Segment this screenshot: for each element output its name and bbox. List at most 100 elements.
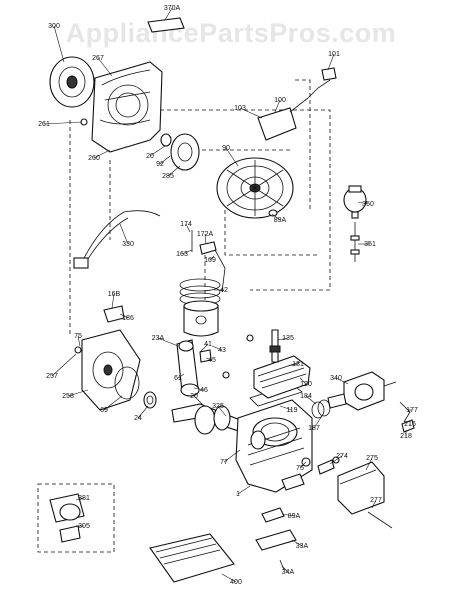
leader-line [209, 255, 215, 261]
part-label: 169 [204, 257, 216, 264]
leader-line [137, 405, 149, 419]
part-label: 351 [364, 241, 376, 248]
leader-line [204, 233, 207, 245]
leader-line [199, 343, 209, 353]
part-label: 34A [282, 569, 295, 576]
part-label: 90 [222, 145, 230, 152]
part-label: 20 [146, 153, 154, 160]
part-label: 340 [330, 375, 342, 382]
leader-line [119, 313, 129, 319]
leader-line [279, 405, 293, 411]
leader-line [357, 201, 369, 205]
part-label: 92 [156, 161, 164, 168]
leader-line [164, 7, 173, 21]
part-label: 187 [308, 425, 320, 432]
leader-line [225, 147, 239, 167]
leader-line [93, 149, 111, 159]
part-label: 370A [164, 5, 181, 12]
leader-line [335, 377, 349, 385]
leader-line [223, 449, 241, 463]
oil-seal [143, 391, 157, 409]
leader-line [181, 249, 193, 255]
leader-line [329, 455, 343, 465]
leader-line [291, 539, 303, 547]
leader-line [119, 223, 129, 245]
cylinder-block [235, 399, 313, 493]
part-label: 163 [176, 251, 188, 258]
part-label: 89A [288, 513, 301, 520]
part-label: 261 [38, 121, 50, 128]
part-label: 277 [370, 497, 382, 504]
leader-line [365, 457, 373, 471]
carburetor-gaskets [311, 399, 331, 419]
leader-line [149, 145, 166, 157]
primer-bulb [343, 185, 367, 262]
part-label: 20 [190, 393, 198, 400]
leader-line [299, 377, 307, 385]
part-label: 300 [48, 23, 60, 30]
part-label: 177 [406, 407, 418, 414]
cylinder-head [253, 355, 311, 399]
leader-line [43, 121, 83, 125]
part-label: 184 [300, 393, 312, 400]
part-label: 267 [92, 55, 104, 62]
muffler [317, 459, 393, 529]
flywheel [216, 157, 294, 219]
blower-housing [91, 61, 163, 153]
crankshaft [171, 403, 246, 435]
leader-line [75, 497, 85, 501]
leader-line [287, 363, 299, 367]
ignition-wire [73, 210, 161, 269]
leader-line [205, 357, 213, 361]
recoil-starter [49, 56, 95, 108]
leader-line [167, 165, 181, 177]
inset-box [37, 483, 115, 553]
starter-cup [160, 133, 200, 171]
part-label: 275 [366, 455, 378, 462]
part-label: 174 [180, 221, 192, 228]
part-label: 16B [108, 291, 121, 298]
part-label: 131 [292, 361, 304, 368]
leader-line [371, 499, 377, 509]
part-label: 350 [362, 201, 374, 208]
leader-line [211, 345, 223, 351]
part-label: 216 [404, 421, 416, 428]
part-label: 100 [274, 97, 286, 104]
part-label: 120 [300, 381, 312, 388]
part-label: 381 [78, 495, 90, 502]
leader-line [237, 485, 251, 495]
part-label: 172A [197, 231, 214, 238]
part-label: 41 [204, 341, 212, 348]
leader-line [281, 513, 295, 517]
leader-line [67, 389, 89, 397]
part-label: 285 [162, 173, 174, 180]
leader-line [77, 335, 81, 347]
leader-line [185, 223, 191, 233]
part-label: 119 [286, 407, 297, 414]
part-label: 186 [122, 315, 134, 322]
part-label: 1 [236, 491, 240, 498]
part-label: 75 [74, 333, 82, 340]
part-label: 101 [328, 51, 340, 58]
leader-line [53, 25, 65, 63]
leader-line [217, 405, 227, 417]
spark-plug [269, 329, 281, 363]
leader-line [274, 99, 281, 113]
leader-line [277, 337, 289, 341]
leader-line [271, 213, 281, 221]
piston [183, 300, 219, 337]
leader-line [299, 461, 307, 469]
leader-line [193, 395, 205, 407]
cover-gasket [114, 366, 140, 400]
part-label: 24 [134, 415, 142, 422]
leader-line [221, 573, 237, 583]
part-label: 330 [122, 241, 134, 248]
part-label: 23A [152, 335, 165, 342]
leader-line [177, 373, 185, 379]
leader-line [239, 107, 263, 119]
leader-line [159, 155, 171, 165]
connecting-rod [176, 339, 212, 397]
governor-linkage [191, 230, 226, 293]
